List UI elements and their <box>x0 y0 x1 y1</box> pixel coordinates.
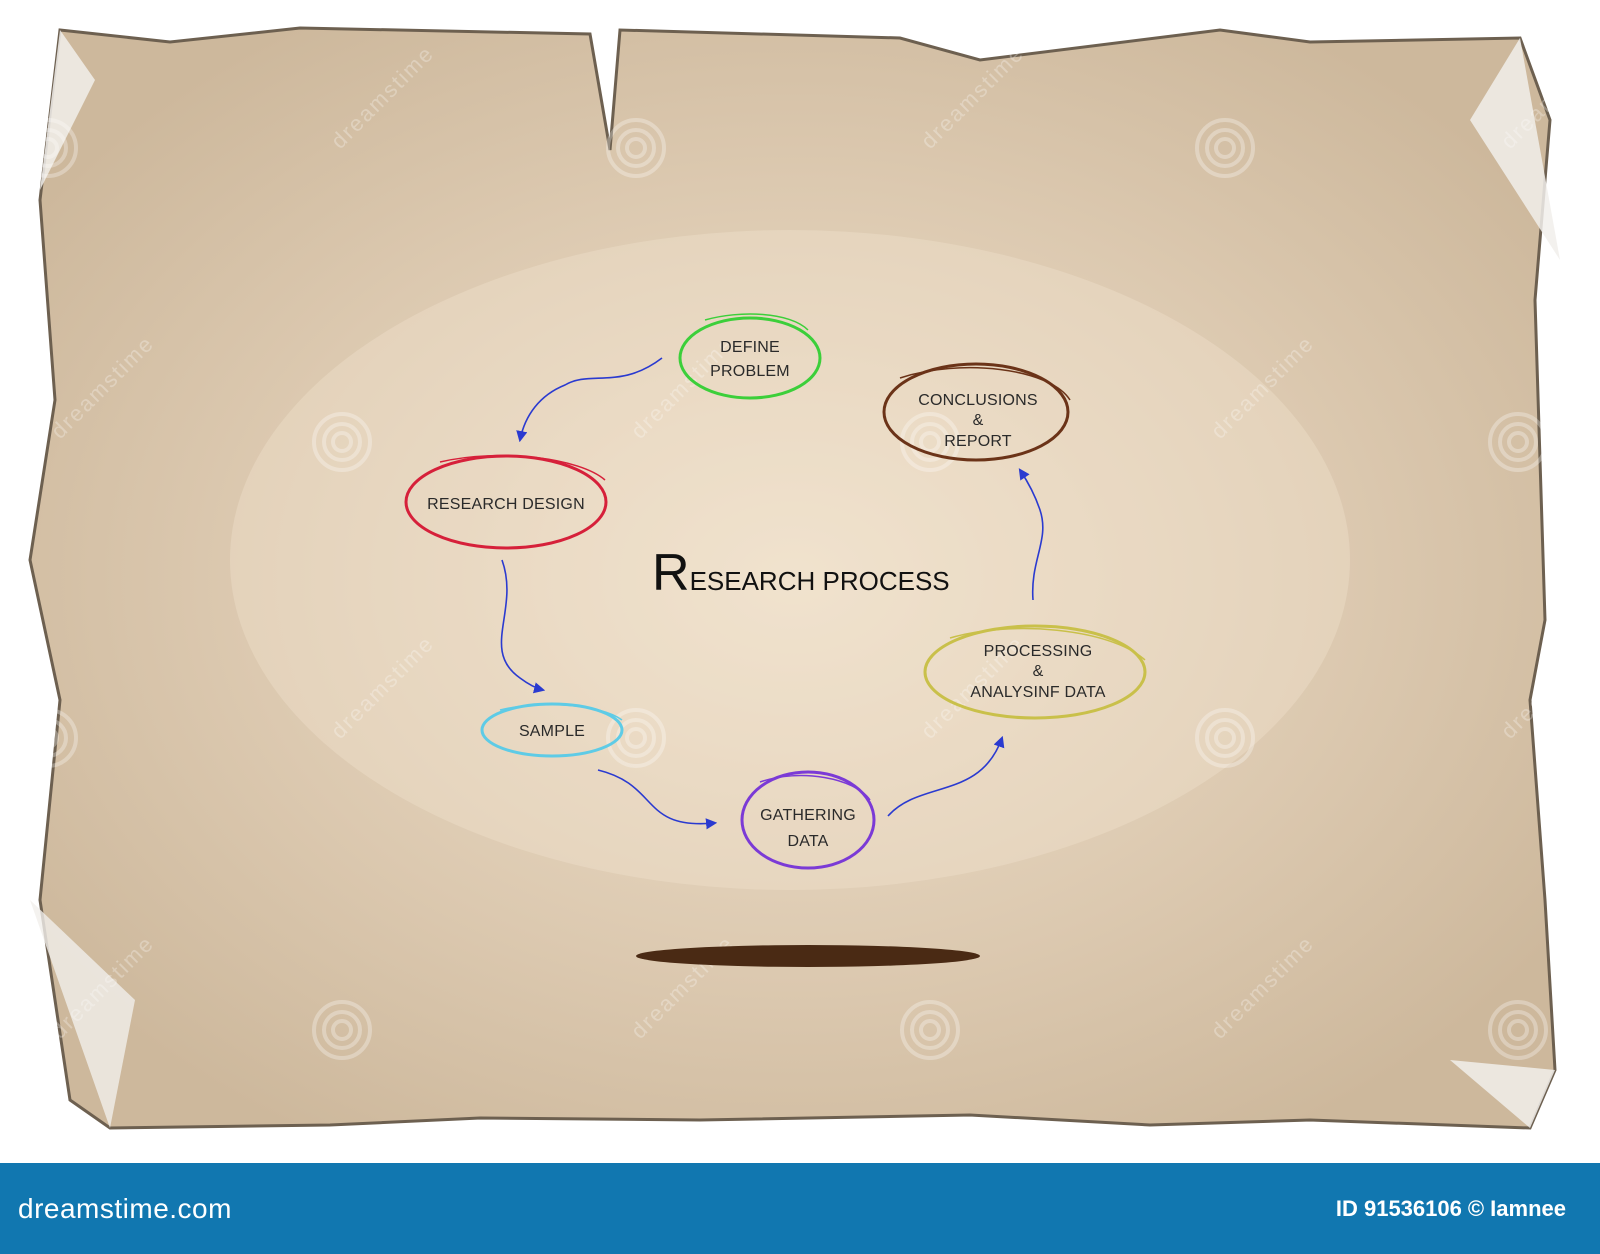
watermark-logo <box>37 137 59 159</box>
watermark-logo <box>322 1010 362 1050</box>
watermark-logo <box>606 118 666 178</box>
arrow-process-to-conclude <box>1018 468 1044 601</box>
watermark-logo <box>1507 1019 1529 1041</box>
node-label-line: RESEARCH DESIGN <box>427 496 585 513</box>
node-sample: SAMPLE <box>480 702 624 758</box>
watermark-logo <box>18 118 78 178</box>
watermark-logo <box>919 1019 941 1041</box>
node-sketch-stroke <box>899 366 1071 401</box>
image-id: ID 91536106 <box>1335 1195 1462 1221</box>
watermark-logo <box>1488 412 1548 472</box>
diagram-title: RESEARCH PROCESS <box>652 544 950 602</box>
watermark-logo <box>37 727 59 749</box>
node-outline <box>740 770 876 870</box>
arrow-design-to-sample <box>500 559 546 694</box>
node-outline <box>882 362 1070 462</box>
node-conclusions-report: CONCLUSIONS & REPORT <box>882 362 1071 462</box>
arrow-define-to-design <box>516 357 663 443</box>
node-define-problem: DEFINE PROBLEM <box>678 313 822 400</box>
node-label-line: GATHERING <box>760 807 856 824</box>
node-research-design: RESEARCH DESIGN <box>404 454 608 550</box>
node-sketch-stroke <box>439 454 606 481</box>
paper-curl-bottom-left <box>30 900 135 1128</box>
node-label-line: CONCLUSIONS <box>918 392 1038 409</box>
node-outline <box>678 316 822 400</box>
watermark-logo <box>1498 422 1538 462</box>
paper-curl-bottom-right <box>1450 1060 1555 1128</box>
watermark-logo <box>625 727 647 749</box>
arrow-sample-to-gather <box>597 769 718 830</box>
paper-curl-top-right <box>1470 38 1560 260</box>
watermark-logo <box>322 422 362 462</box>
watermark-logo <box>18 708 78 768</box>
watermark-logo <box>331 431 353 453</box>
node-gathering-data: GATHERING DATA <box>740 770 876 870</box>
paper-curl-top-left <box>40 30 95 190</box>
watermark-logo <box>331 1019 353 1041</box>
node-label-line: SAMPLE <box>519 723 585 740</box>
title-initial: R <box>652 544 690 602</box>
watermark-logo <box>1214 727 1236 749</box>
watermark-logo <box>1205 718 1245 758</box>
watermark-logo <box>606 708 666 768</box>
node-sketch-stroke <box>949 627 1146 661</box>
watermark-logo <box>910 422 950 462</box>
node-processing-analysing: PROCESSING & ANALYSINF DATA <box>923 624 1147 720</box>
watermark-logo <box>919 431 941 453</box>
watermark-logo <box>1507 431 1529 453</box>
node-label-line: DATA <box>787 833 828 850</box>
footer-bar: dreamstime.com ID 91536106 © Iamnee <box>0 1163 1600 1254</box>
node-outline <box>923 624 1147 720</box>
watermark-logo <box>312 412 372 472</box>
node-label-line: PROBLEM <box>710 363 790 380</box>
node-label-line: REPORT <box>944 433 1012 450</box>
footer-brand[interactable]: dreamstime.com <box>18 1192 232 1224</box>
node-label-line: & <box>1033 663 1044 680</box>
node-sketch-stroke <box>704 313 809 331</box>
title-rest: ESEARCH PROCESS <box>690 566 950 596</box>
watermark-logo <box>900 1000 960 1060</box>
watermark-logo <box>1195 118 1255 178</box>
watermark-logo <box>625 137 647 159</box>
watermark-logo <box>616 128 656 168</box>
arrow-gather-to-process <box>887 735 1005 817</box>
watermark-logo <box>1205 128 1245 168</box>
watermark-logo <box>28 128 68 168</box>
floating-shadow <box>636 945 980 967</box>
watermark-logo <box>1498 1010 1538 1050</box>
node-sketch-stroke <box>759 774 871 801</box>
node-label-line: PROCESSING <box>984 643 1093 660</box>
watermark-logo <box>1488 1000 1548 1060</box>
watermark-logo <box>312 1000 372 1060</box>
watermark-logo <box>1214 137 1236 159</box>
watermark-logo <box>910 1010 950 1050</box>
node-label-line: DEFINE <box>720 339 780 356</box>
node-label-line: ANALYSINF DATA <box>970 684 1105 701</box>
paper-highlight <box>230 230 1350 890</box>
watermark-logo <box>28 718 68 758</box>
image-author: © Iamnee <box>1467 1195 1566 1221</box>
node-label-line: & <box>973 412 984 429</box>
node-sketch-stroke <box>499 703 623 721</box>
footer-credit: ID 91536106 © Iamnee <box>1336 1196 1566 1222</box>
watermark-logo <box>1195 708 1255 768</box>
